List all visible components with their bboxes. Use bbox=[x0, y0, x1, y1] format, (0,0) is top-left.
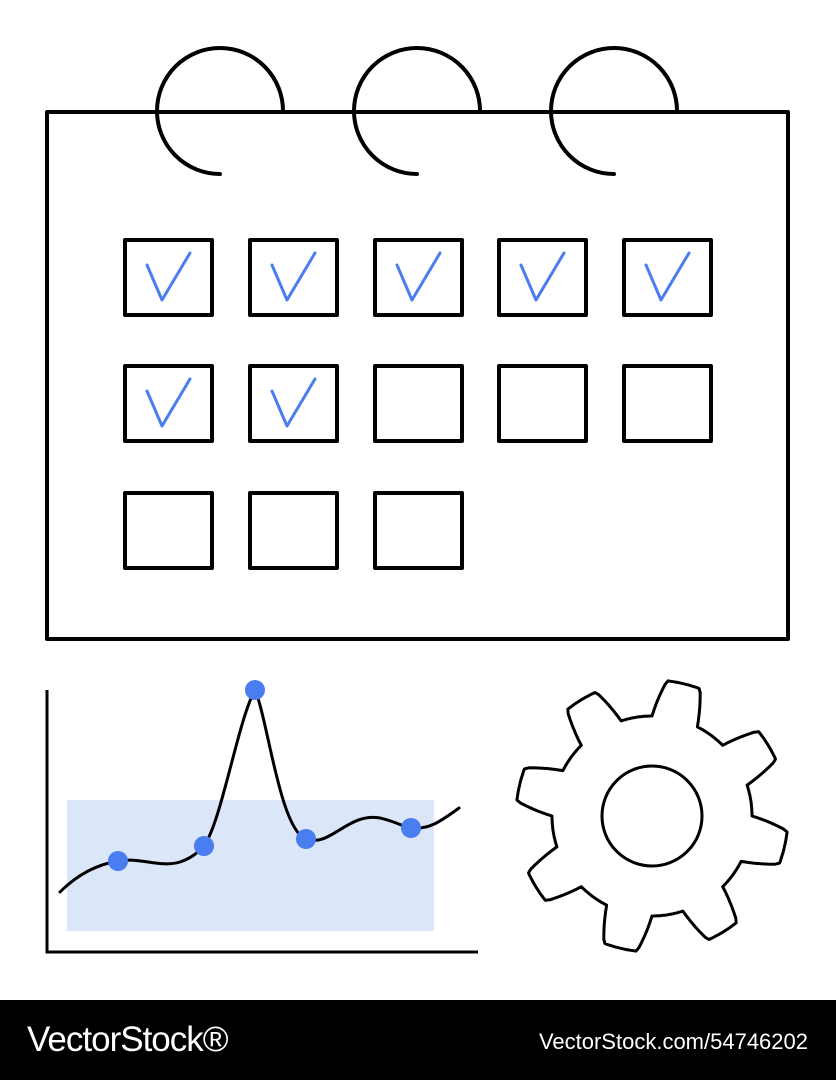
checkbox-grid bbox=[123, 238, 713, 570]
line-chart-icon bbox=[45, 680, 478, 954]
calendar-frame bbox=[45, 110, 790, 641]
checkmark-icon bbox=[644, 251, 691, 302]
checkmark-icon bbox=[270, 251, 317, 302]
chart-point bbox=[245, 680, 265, 700]
calendar-ring bbox=[155, 46, 286, 176]
calendar-checkbox bbox=[248, 238, 339, 317]
calendar-checkbox bbox=[248, 491, 339, 570]
illustration bbox=[45, 46, 790, 954]
calendar-checkbox bbox=[123, 238, 214, 317]
checkmark-icon bbox=[395, 251, 442, 302]
calendar-checkbox bbox=[123, 364, 214, 443]
chart-point bbox=[194, 836, 214, 856]
brand-logo: VectorStock® bbox=[27, 1020, 229, 1059]
chart-point bbox=[108, 851, 128, 871]
gear-icon bbox=[515, 679, 789, 953]
calendar-checkbox bbox=[497, 364, 588, 443]
calendar-checkbox bbox=[497, 238, 588, 317]
calendar-checkbox bbox=[123, 491, 214, 570]
chart-point bbox=[296, 829, 316, 849]
gear-hole bbox=[600, 764, 704, 868]
stock-footer: VectorStock® VectorStock.com/54746202 bbox=[0, 1000, 836, 1080]
chart-axes bbox=[45, 690, 478, 954]
calendar-icon bbox=[45, 46, 790, 641]
chart-point bbox=[401, 818, 421, 838]
calendar-checkbox bbox=[622, 238, 713, 317]
calendar-checkbox bbox=[373, 491, 464, 570]
calendar-ring bbox=[352, 46, 483, 176]
chart-range-band bbox=[67, 800, 434, 931]
checkmark-icon bbox=[145, 377, 192, 428]
calendar-checkbox bbox=[622, 364, 713, 443]
image-id: VectorStock.com/54746202 bbox=[538, 1029, 808, 1054]
checkmark-icon bbox=[270, 377, 317, 428]
calendar-checkbox bbox=[248, 364, 339, 443]
gear-outline bbox=[515, 679, 789, 953]
calendar-checkbox bbox=[373, 238, 464, 317]
calendar-ring bbox=[549, 46, 680, 176]
checkmark-icon bbox=[145, 251, 192, 302]
calendar-checkbox bbox=[373, 364, 464, 443]
checkmark-icon bbox=[519, 251, 566, 302]
